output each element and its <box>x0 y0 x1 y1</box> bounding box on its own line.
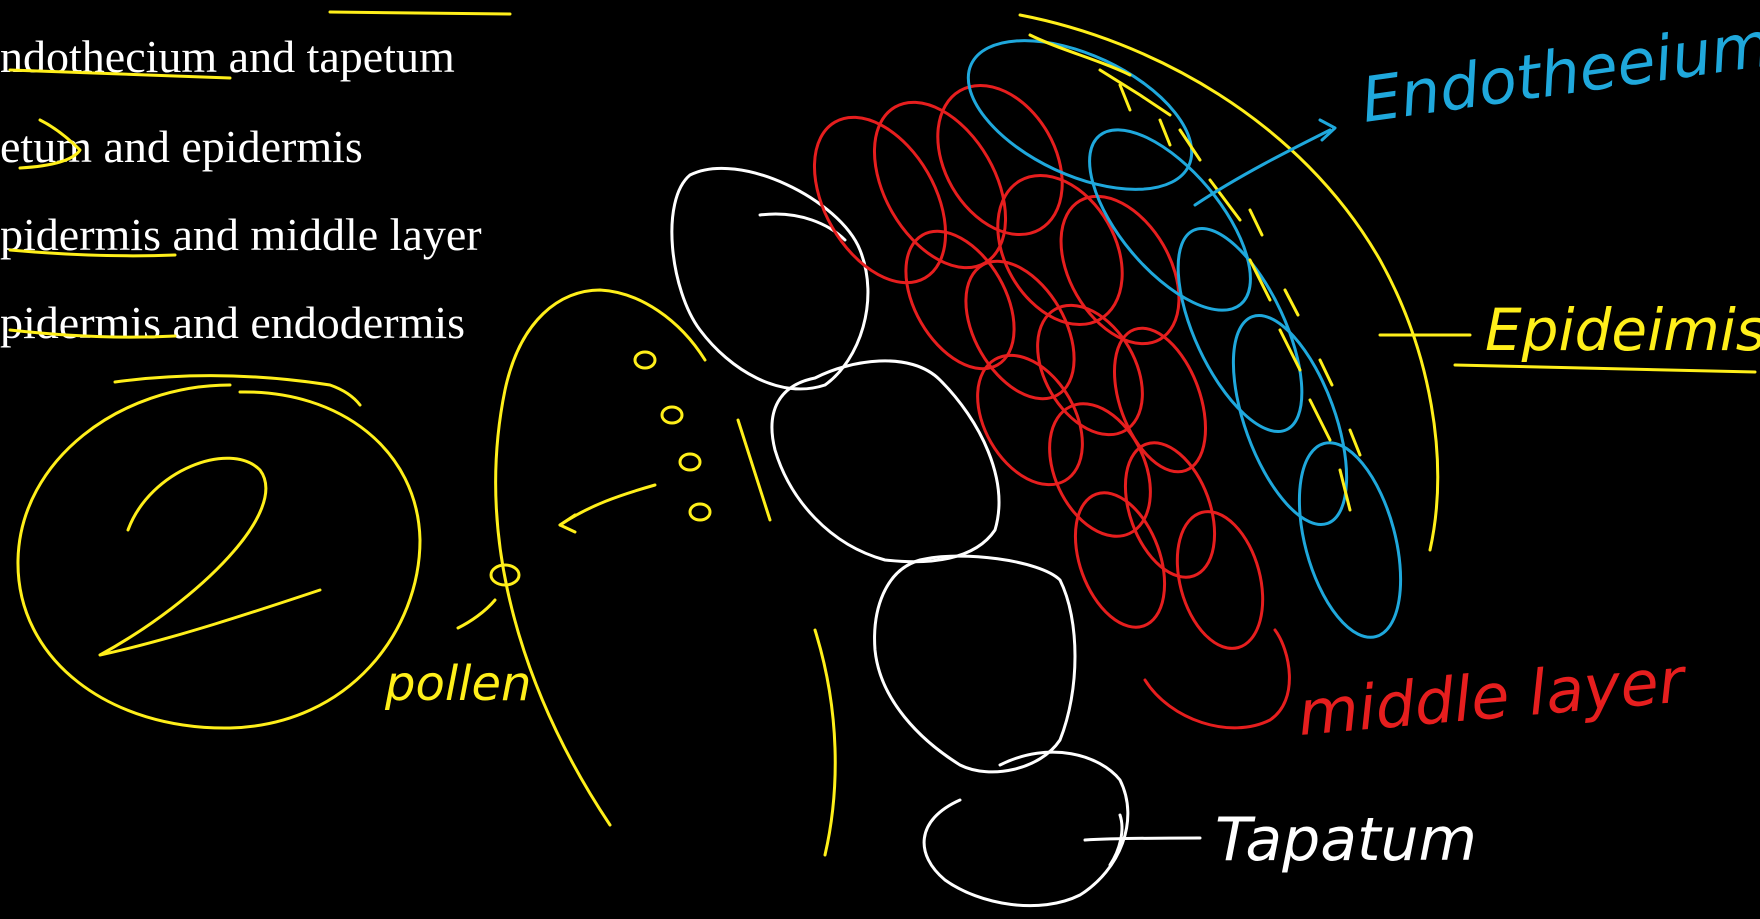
label-middle-layer: middle layer <box>1295 643 1690 750</box>
label-pollen: pollen <box>384 656 531 712</box>
endothecium-cells <box>946 10 1419 648</box>
pollen-sac-outline <box>496 290 836 855</box>
middle-layer-cells <box>787 63 1289 728</box>
question-number-circle <box>18 385 420 728</box>
label-endothecium: Endotheeium <box>1357 7 1760 137</box>
option-text-1: ndothecium and tapetum <box>0 31 455 82</box>
option-text-3: pidermis and middle layer <box>0 209 482 260</box>
label-epidermis: Epideimis <box>1485 296 1760 364</box>
option-text-4: pidermis and endodermis <box>0 297 465 348</box>
label-tapetum: Tapatum <box>1215 805 1477 875</box>
answer-options: ndothecium and tapetum etum and epidermi… <box>0 31 482 348</box>
